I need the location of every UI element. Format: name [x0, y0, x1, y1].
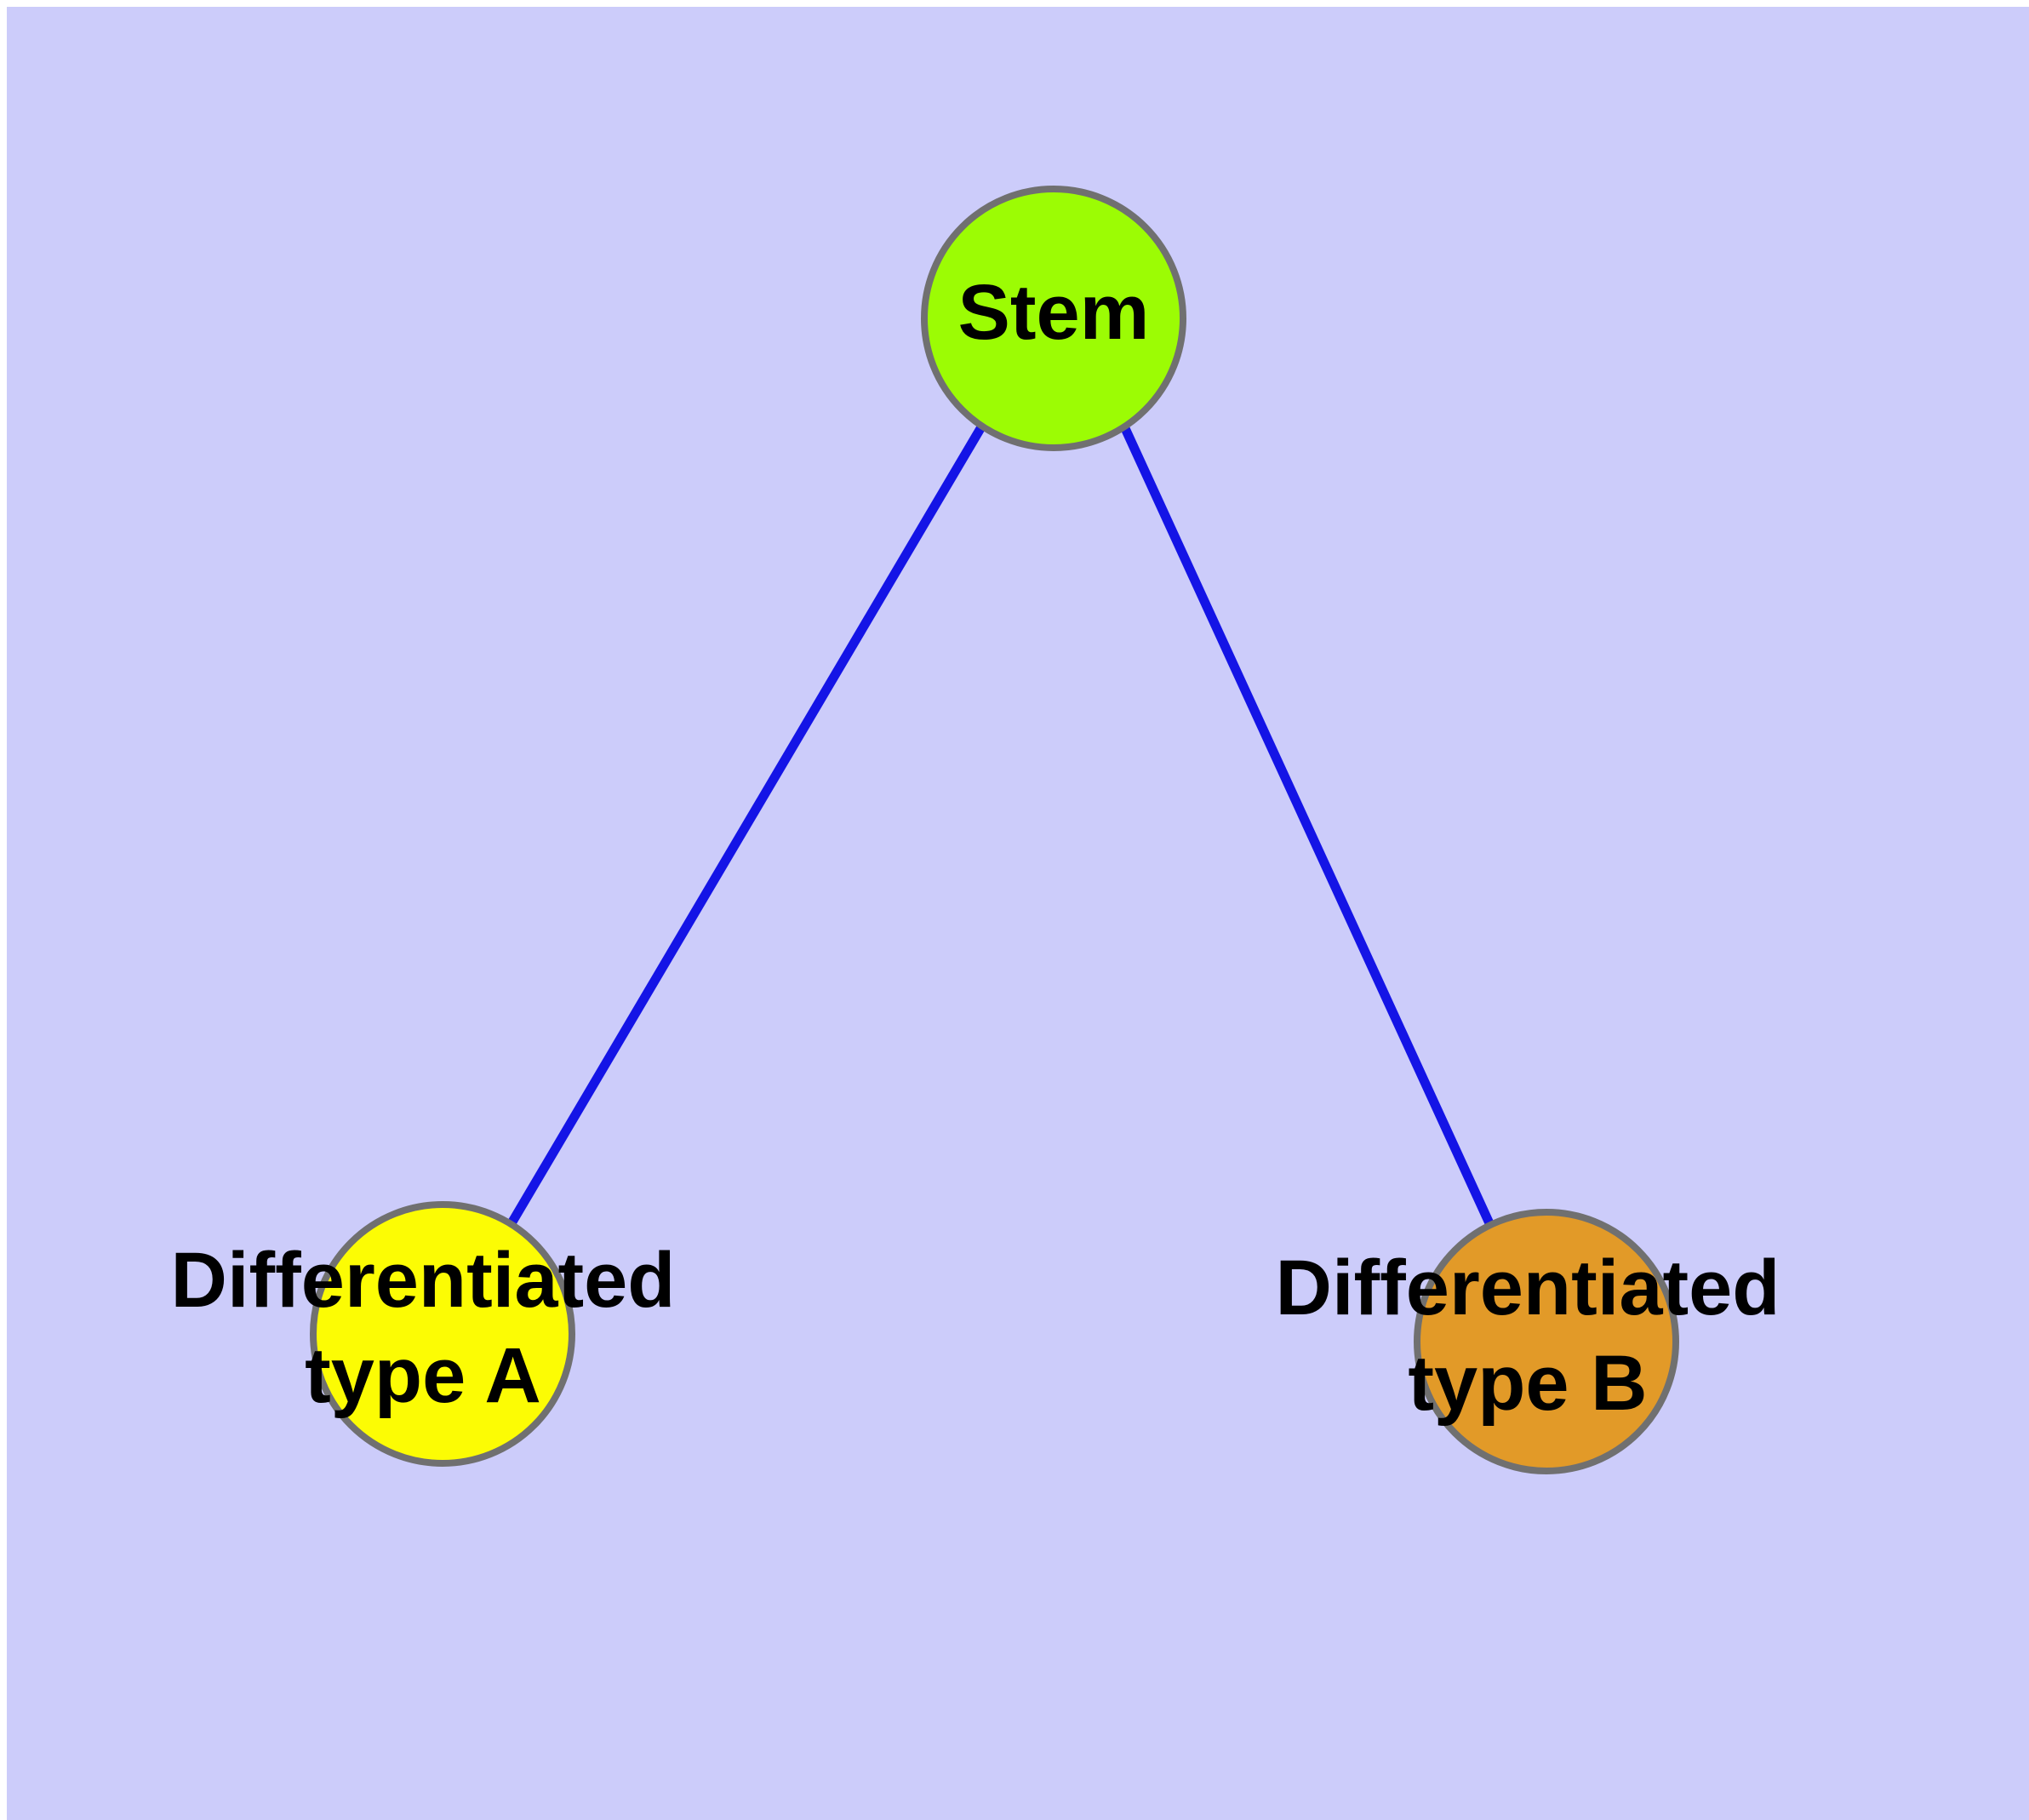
- node-label-line: type B: [1408, 1340, 1647, 1427]
- node-label-line: Differentiated: [1276, 1245, 1780, 1331]
- node-label-line: type A: [305, 1332, 541, 1419]
- edges-layer: [507, 423, 1494, 1226]
- nodes-layer: [310, 186, 1679, 1474]
- node-label-diff_b: Differentiated type B: [1276, 1245, 1780, 1427]
- node-label-line: Differentiated: [171, 1237, 676, 1324]
- node-label-line: Stem: [958, 269, 1150, 356]
- node-diff_b[interactable]: [1414, 1209, 1679, 1474]
- node-stem[interactable]: [921, 186, 1186, 451]
- edge-stem-diff-a[interactable]: [507, 423, 986, 1226]
- node-label-stem: Stem: [958, 269, 1150, 356]
- node-diff_a[interactable]: [310, 1201, 575, 1467]
- edge-stem-diff-b[interactable]: [1120, 424, 1494, 1226]
